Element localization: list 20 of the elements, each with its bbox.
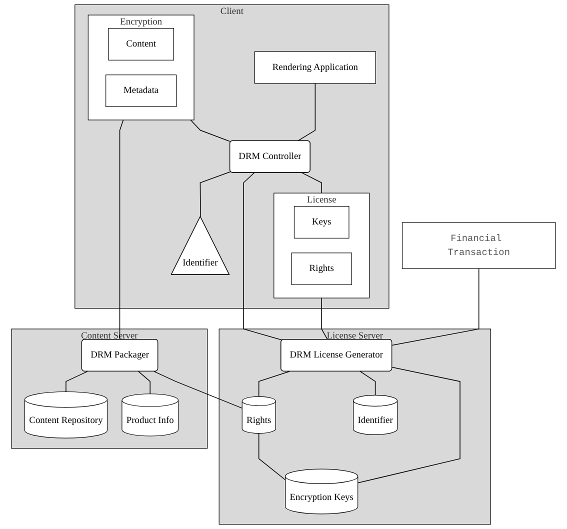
node-box: Rendering Application [254, 51, 376, 84]
connector [297, 83, 316, 142]
node-box: Rights [291, 252, 352, 286]
node-box: Financial Transaction [402, 222, 556, 269]
connector [321, 298, 328, 340]
connector [243, 172, 283, 341]
connector [119, 120, 124, 340]
node-box: Content [108, 28, 174, 60]
connector [190, 120, 230, 142]
connector [138, 371, 150, 394]
connector [392, 268, 480, 346]
node-box: Metadata [106, 74, 177, 107]
connector [66, 371, 88, 392]
connector [154, 371, 242, 409]
connector [258, 432, 286, 480]
node-box: Keys [294, 206, 350, 238]
connector [357, 366, 460, 484]
connector [360, 371, 376, 396]
connector [258, 371, 290, 397]
connector [300, 172, 322, 194]
